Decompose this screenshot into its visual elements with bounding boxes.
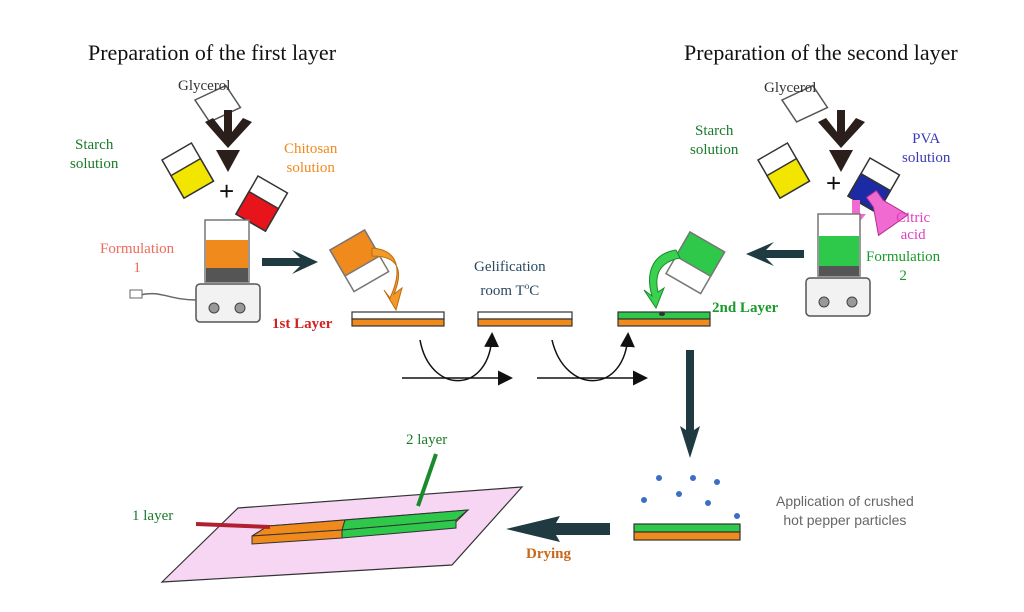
gelification-label-line1: Gelification bbox=[474, 259, 546, 275]
final-film bbox=[160, 486, 524, 583]
glycerol-beaker-right bbox=[780, 84, 829, 123]
degree-superscript: o bbox=[524, 281, 530, 291]
application-label: Application of crushed hot pepper partic… bbox=[776, 492, 914, 530]
starch-label-left-line1: Starch bbox=[75, 137, 114, 153]
chitosan-label: Chitosan solution bbox=[284, 140, 337, 178]
pointer-1layer bbox=[195, 522, 271, 529]
starch-bottle-left bbox=[160, 141, 215, 200]
starch-label-right: Starch solution bbox=[690, 122, 738, 160]
pour-stream-orange bbox=[371, 247, 403, 312]
second-layer-plate bbox=[617, 311, 711, 327]
pva-label-line2: solution bbox=[902, 150, 951, 166]
glycerol-label-right: Glycerol bbox=[764, 80, 817, 96]
glycerol-beaker-left bbox=[193, 84, 242, 123]
process-arrow-1 bbox=[402, 332, 513, 386]
citric-acid-label-line2: acid bbox=[900, 227, 926, 243]
title-second-layer: Preparation of the second layer bbox=[684, 40, 958, 65]
gelification-label: Gelification room ToC bbox=[474, 258, 546, 301]
chitosan-label-line1: Chitosan bbox=[284, 141, 338, 157]
application-plate bbox=[633, 523, 741, 541]
starch-label-right-line2: solution bbox=[690, 142, 739, 158]
pva-label-line1: PVA bbox=[912, 131, 941, 147]
second-layer-label: 2nd Layer bbox=[712, 300, 779, 316]
stirrer-hotplate-left bbox=[129, 283, 261, 323]
first-layer-plate bbox=[351, 311, 445, 327]
mixing-arrow-right bbox=[818, 110, 865, 172]
citric-acid-label: Citric acid bbox=[896, 210, 930, 244]
pva-label: PVA solution bbox=[902, 130, 950, 168]
chitosan-label-line2: solution bbox=[286, 160, 335, 176]
title-first-layer: Preparation of the first layer bbox=[88, 40, 337, 65]
stirrer-hotplate-right bbox=[805, 277, 871, 317]
chitosan-bottle-left bbox=[234, 174, 289, 233]
application-label-line1: Application of crushed bbox=[776, 493, 914, 509]
starch-label-left: Starch solution bbox=[70, 136, 118, 174]
formulation1-label-line2: 1 bbox=[133, 260, 141, 276]
starch-label-right-line1: Starch bbox=[695, 123, 734, 139]
formulation2-label-line2: 2 bbox=[899, 268, 907, 284]
process-arrow-2 bbox=[537, 332, 648, 386]
application-label-line2: hot pepper particles bbox=[783, 512, 907, 528]
citric-acid-flask bbox=[865, 189, 909, 237]
plus-sign-left: + bbox=[219, 176, 234, 206]
starch-label-left-line2: solution bbox=[70, 156, 119, 172]
formulation1-beaker bbox=[204, 219, 250, 283]
arrow-to-pour-left bbox=[262, 250, 318, 274]
arrow-down-application bbox=[680, 350, 700, 458]
formulation2-beaker bbox=[817, 213, 861, 277]
starch-bottle-right bbox=[756, 141, 811, 200]
formulation2-label-line1: Formulation bbox=[866, 249, 941, 265]
plus-sign-right: + bbox=[826, 168, 841, 198]
citric-acid-label-line1: Citric bbox=[896, 210, 931, 226]
gelification-plate bbox=[477, 311, 573, 327]
one-layer-label: 1 layer bbox=[132, 508, 174, 524]
pointer-2layer bbox=[416, 453, 438, 507]
formulation2-label: Formulation 2 bbox=[866, 248, 940, 286]
pepper-particles bbox=[641, 475, 740, 519]
arrow-to-pour-right bbox=[746, 242, 804, 266]
first-layer-label: 1st Layer bbox=[272, 316, 333, 332]
gelification-room-text: room T bbox=[480, 283, 525, 299]
formulation1-label: Formulation 1 bbox=[100, 240, 174, 278]
pouring-beaker-green bbox=[664, 230, 726, 295]
formulation1-label-line1: Formulation bbox=[100, 241, 175, 257]
gelification-label-line2: room ToC bbox=[474, 277, 546, 301]
arrow-drying bbox=[506, 516, 610, 542]
glycerol-label-left: Glycerol bbox=[178, 78, 231, 94]
drying-label: Drying bbox=[526, 546, 571, 562]
pour-stream-green bbox=[643, 249, 681, 310]
mixing-arrow-left bbox=[205, 110, 252, 172]
celsius-text: C bbox=[529, 283, 540, 299]
pouring-beaker-orange bbox=[328, 228, 390, 293]
two-layer-label: 2 layer bbox=[406, 432, 448, 448]
